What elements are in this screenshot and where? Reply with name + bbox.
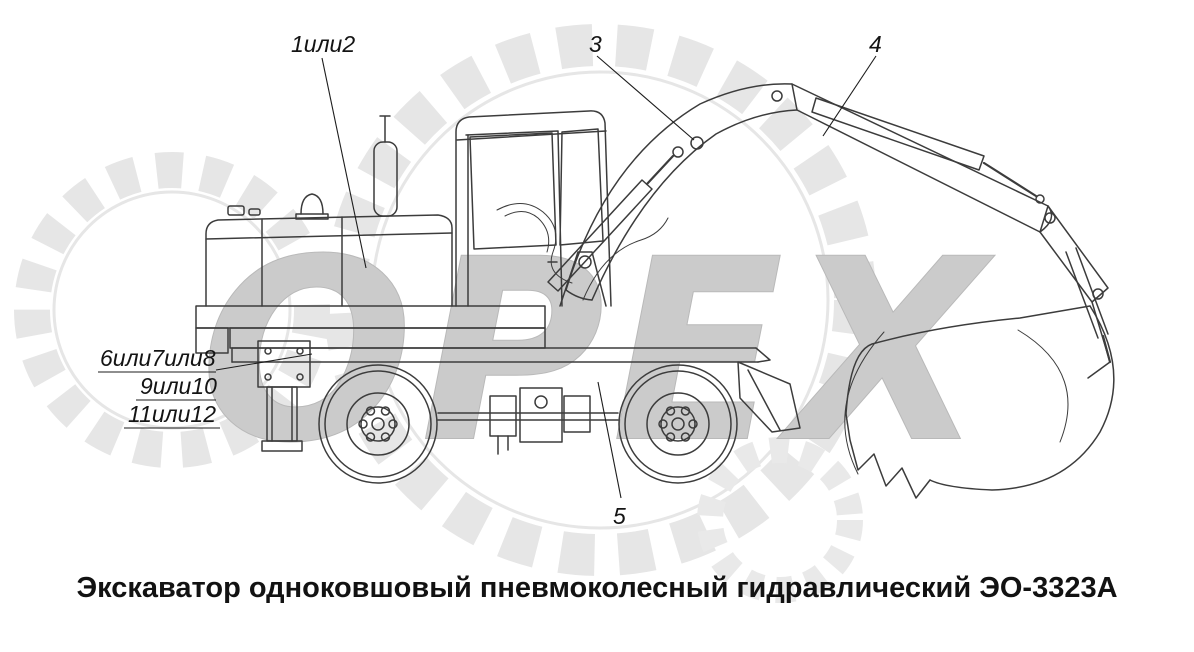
callout-pos-1-2: 1или2 bbox=[291, 31, 355, 57]
callout-pos-3: 3 bbox=[589, 31, 602, 57]
leader-lines bbox=[98, 55, 877, 499]
diagram-title: Экскаватор одноковшовый пневмоколесный г… bbox=[76, 572, 1117, 604]
callout-pos-6-7-8: 6или7или8 bbox=[100, 345, 216, 371]
callout-pos-9-10: 9или10 bbox=[140, 373, 217, 399]
callout-pos-4: 4 bbox=[869, 31, 882, 57]
callout-pos-11-12: 11или12 bbox=[128, 401, 216, 427]
gear-watermark bbox=[14, 24, 876, 603]
excavator-drawing bbox=[195, 83, 1115, 499]
callout-pos-5: 5 bbox=[613, 503, 626, 529]
